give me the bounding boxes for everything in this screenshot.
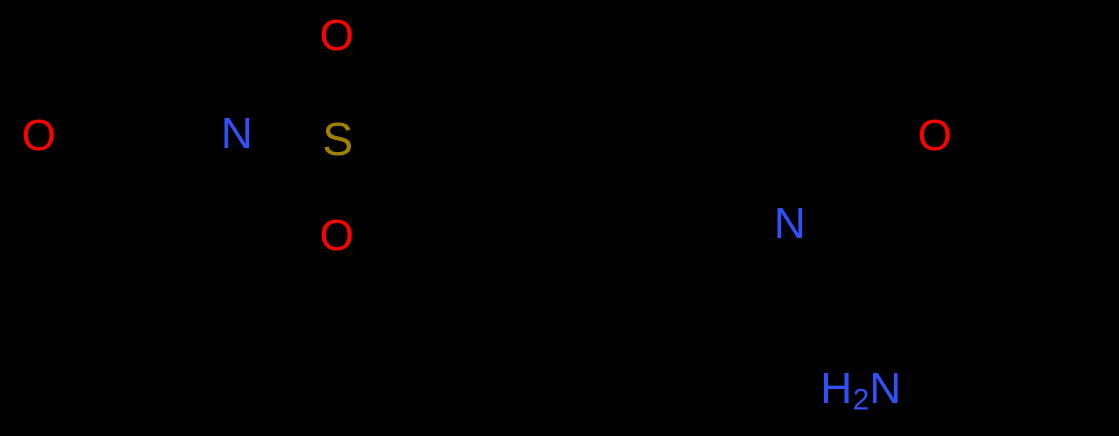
- atom-label-halo: [316, 12, 358, 60]
- atom-label-n-amine-primary: H2N: [820, 363, 902, 417]
- bond: [527, 48, 634, 64]
- bond: [517, 57, 643, 73]
- bond: [1007, 102, 1103, 153]
- atom-label-s-sulfonyl: S: [322, 113, 354, 165]
- atom-label-subscript: 2: [852, 383, 870, 417]
- bond: [867, 127, 988, 208]
- atom-label-halo: [316, 114, 360, 164]
- bond: [897, 317, 1003, 348]
- atom-label-halo: [817, 367, 905, 415]
- bond: [427, 137, 483, 251]
- atom-label-main: H: [820, 363, 853, 413]
- atom-label-halo: [914, 112, 956, 160]
- bond: [982, 202, 1003, 323]
- atom-label-halo: [216, 110, 258, 158]
- atom-label-halo: [769, 200, 811, 248]
- atom-label-o-right: O: [917, 111, 953, 160]
- atom-label-n-ring-right: N: [773, 199, 807, 248]
- atom-label-halo: [316, 212, 358, 260]
- bond: [637, 67, 683, 178]
- bond: [423, 149, 471, 246]
- bond: [610, 185, 683, 261]
- atom-label-o-sulfonyl-top: O: [319, 11, 355, 60]
- atom-label-halo: [18, 112, 60, 160]
- bond: [817, 327, 864, 373]
- bond-group: [36, 48, 1103, 373]
- bond: [36, 133, 133, 261]
- bond: [597, 172, 683, 261]
- bond: [477, 245, 603, 261]
- atom-label-o-morpholine-ring: O: [21, 111, 57, 160]
- atom-label-tail: N: [869, 363, 902, 413]
- bond: [127, 212, 221, 261]
- bond: [427, 57, 523, 143]
- atom-label-o-sulfonyl-bottom: O: [319, 211, 355, 260]
- bond: [817, 327, 903, 348]
- bond: [95, 67, 183, 75]
- atom-label-n-morpholine-ring: N: [220, 109, 254, 158]
